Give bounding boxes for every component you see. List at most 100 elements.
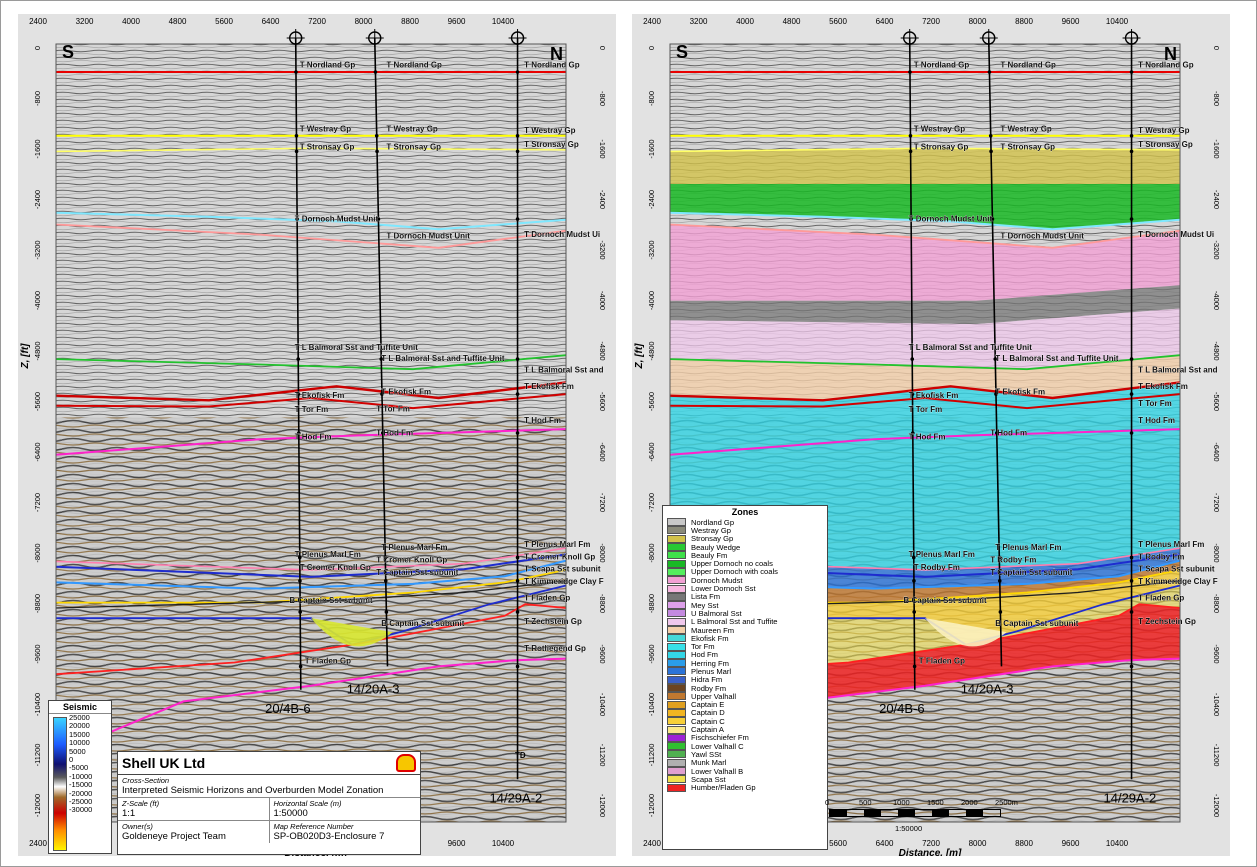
horizon-label: T Stronsay Gp — [386, 142, 441, 151]
right-depth-tick: -800 — [598, 91, 607, 106]
well-marker — [908, 70, 912, 74]
zone-swatch — [667, 708, 686, 717]
horizon-label: T Stronsay Gp — [300, 142, 355, 151]
zone-swatch — [667, 684, 686, 693]
right-depth-tick: -5600 — [1212, 392, 1221, 411]
horizon-label: T Hod Fm — [295, 432, 332, 441]
left-depth-tick: -11200 — [647, 744, 656, 767]
top-axis-tick: 4000 — [736, 17, 754, 26]
zone-legend-item: Herring Fm — [663, 659, 827, 668]
well-crosshair-icon — [286, 29, 305, 47]
y-axis-label: Z, [ft] — [20, 343, 31, 370]
zone-label: Captain C — [691, 716, 725, 726]
scale-bar-tick: 500 — [859, 798, 872, 807]
well-name: 14/20A-3 — [347, 682, 400, 697]
well-marker — [295, 217, 299, 221]
left-depth-tick: -800 — [33, 91, 42, 106]
horizon-label: T Fladen Gp — [305, 657, 351, 666]
right-depth-tick: -10400 — [1212, 693, 1221, 716]
top-axis-tick: 9600 — [1062, 17, 1080, 26]
zone-swatch — [667, 700, 686, 709]
well-marker — [1129, 357, 1134, 361]
horizon-captain — [55, 559, 567, 590]
seismic-legend-value: 10000 — [69, 738, 90, 748]
well-marker — [515, 217, 520, 221]
horizon-label: T L Balmoral Sst and Tuffite Unit — [995, 354, 1119, 363]
well-marker — [294, 70, 298, 74]
zone-swatch — [667, 650, 686, 659]
horizon-balmoral — [669, 354, 1181, 371]
zone-swatch — [667, 733, 686, 742]
zone-label: Rodby Fm — [691, 683, 727, 693]
zone-label: Lower Dornoch Sst — [691, 584, 756, 594]
well-marker — [380, 431, 385, 435]
zone-legend-item: Stronsay Gp — [663, 534, 827, 543]
well-marker — [997, 555, 1002, 560]
zone-swatch — [667, 559, 686, 568]
well-marker — [998, 610, 1003, 614]
zone-legend-item: Mey Sst — [663, 601, 827, 610]
zone-legend-item: Captain A — [663, 725, 827, 734]
seismic-legend-title: Seismic — [49, 701, 111, 714]
zone-label: Fischschiefer Fm — [691, 733, 749, 743]
well-marker — [997, 579, 1002, 583]
horizon-label: T Plenus Marl Fm — [995, 543, 1061, 552]
zone-legend-item: L Balmoral Sst and Tuffite — [663, 617, 827, 626]
horizon-label: T Ekofisk Fm — [995, 387, 1045, 396]
well-marker — [294, 134, 299, 138]
zone-dornoch-mudst — [670, 224, 1180, 301]
well-marker — [1129, 149, 1134, 154]
well-marker — [375, 149, 379, 154]
well-marker — [515, 610, 520, 614]
well-marker — [515, 70, 520, 74]
left-depth-tick: -5600 — [647, 392, 656, 411]
well-crosshair-icon — [508, 29, 527, 47]
well-marker — [298, 664, 303, 669]
well-marker — [910, 392, 915, 396]
left-depth-tick: -800 — [647, 91, 656, 106]
bottom-axis-tick: 5600 — [829, 839, 847, 848]
horizon-label: T Hod Fm — [524, 416, 561, 425]
well-name: 14/29A-2 — [490, 791, 543, 806]
left-depth-tick: -7200 — [33, 493, 42, 512]
well-marker — [374, 134, 379, 138]
well-name: 20/4B-6 — [879, 701, 925, 716]
right-depth-tick: -8000 — [1212, 543, 1221, 562]
zone-label: U Balmoral Sst — [691, 608, 742, 618]
horizon-label: T Captain Sst subunit — [990, 568, 1073, 577]
horizon-stronsay — [55, 147, 567, 153]
compass-south: S — [62, 42, 74, 62]
right-depth-tick: -2400 — [598, 190, 607, 209]
well-marker — [515, 149, 520, 154]
well-marker — [1129, 555, 1134, 560]
horizon-label: T Dornoch Mudst Unit — [1000, 232, 1084, 241]
horizon-dornoch2 — [55, 223, 567, 249]
horizon-label: T Plenus Marl Fm — [1138, 540, 1204, 549]
right-depth-tick: -800 — [1212, 91, 1221, 106]
zone-label: Westray Gp — [691, 525, 731, 535]
zone-swatch — [667, 576, 686, 585]
captain-channel-fill — [925, 618, 1007, 647]
well-marker — [515, 392, 520, 396]
horizon-label: T Tor Fm — [1138, 399, 1172, 408]
left-depth-tick: 0 — [33, 46, 42, 50]
top-axis-tick: 5600 — [829, 17, 847, 26]
horizon-label: T Stronsay Gp — [524, 140, 579, 149]
right-depth-tick: -1600 — [1212, 139, 1221, 158]
well-marker — [1129, 579, 1134, 583]
right-depth-tick: -3200 — [598, 240, 607, 259]
well-marker — [994, 431, 999, 435]
horizon-label: T Dornoch Mudst Ui — [1138, 230, 1214, 239]
horizon-label: T Cromer Knoll Gp — [300, 563, 371, 572]
well-marker — [373, 70, 378, 74]
seismic-legend-value: 25000 — [69, 713, 90, 722]
zone-swatch — [667, 775, 686, 784]
zone-fladen — [670, 604, 1180, 745]
seismic-legend-value: 0 — [69, 755, 74, 765]
zone-swatch — [667, 567, 686, 576]
zone-swatch — [667, 750, 686, 759]
horizon-tor — [55, 393, 567, 410]
